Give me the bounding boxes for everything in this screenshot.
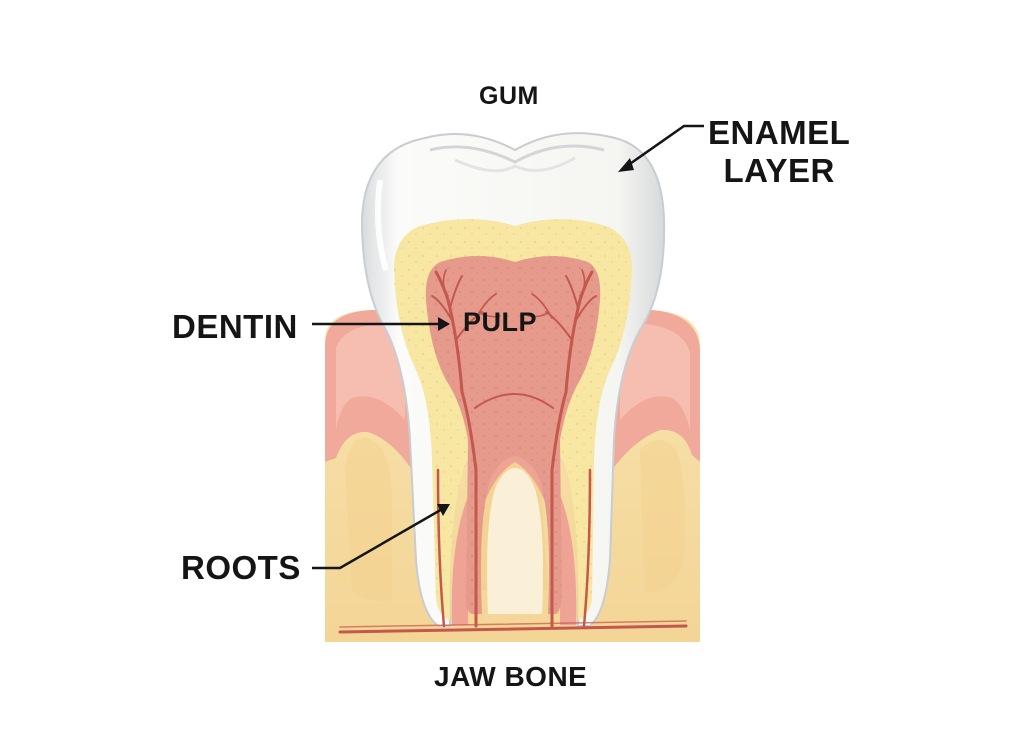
- roots-arrowhead: [437, 504, 450, 516]
- pulp-label: PULP: [463, 307, 538, 337]
- roots-label: ROOTS: [181, 549, 301, 586]
- leader-lines: [312, 124, 704, 570]
- enamel-label-line1: ENAMEL: [708, 114, 851, 151]
- pulp-chamber: [425, 256, 601, 614]
- nerve-branches: [338, 269, 688, 634]
- dentin-label: DENTIN: [172, 308, 298, 345]
- dentin-arrowhead: [438, 317, 450, 331]
- roots-leader-line: [312, 506, 445, 570]
- gum-label: GUM: [479, 82, 539, 110]
- enamel-layer-label: ENAMEL LAYER: [708, 114, 850, 190]
- enamel-leader-line: [623, 124, 704, 170]
- enamel-arrowhead: [618, 158, 634, 172]
- jaw-bone-label: JAW BONE: [434, 661, 588, 692]
- leader-arrowheads: [437, 158, 634, 516]
- enamel-label-line2: LAYER: [723, 152, 835, 189]
